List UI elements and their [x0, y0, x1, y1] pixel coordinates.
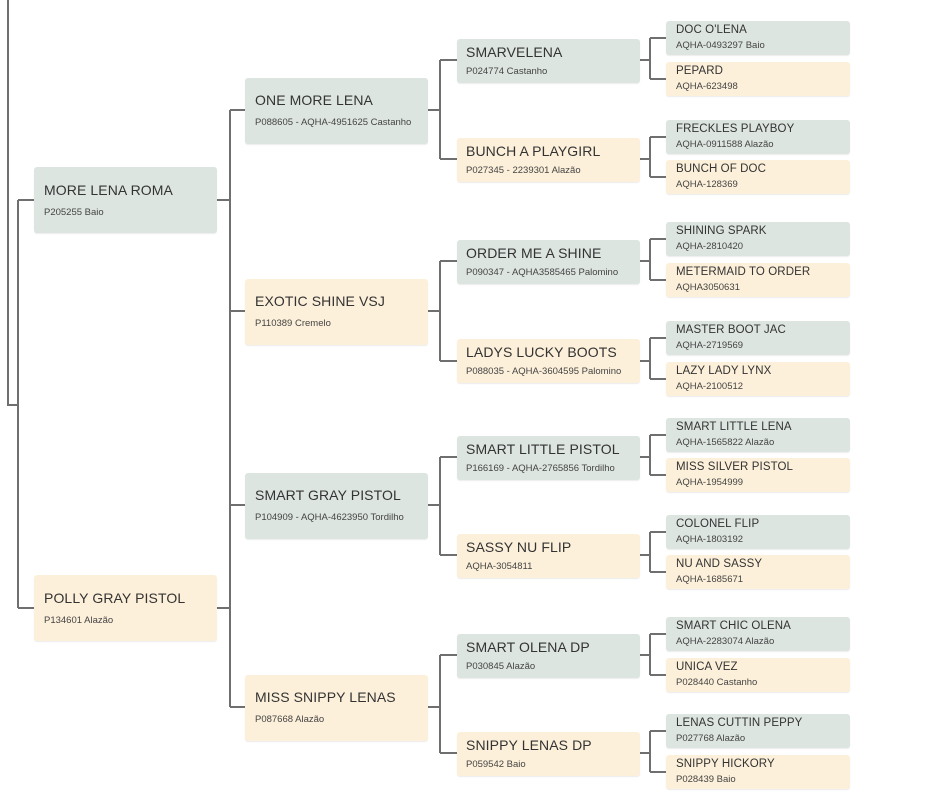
horse-registration: AQHA-0911588 Alazão: [676, 139, 774, 150]
horse-registration: AQHA-2283074 Alazão: [676, 636, 775, 647]
horse-name: SMART LITTLE PISTOL: [466, 441, 620, 457]
gen3-card-5[interactable]: SMART LITTLE PISTOL P166169 - AQHA-27658…: [457, 436, 640, 480]
gen4-card-7[interactable]: MASTER BOOT JAC AQHA-2719569: [666, 321, 850, 355]
horse-name: UNICA VEZ: [676, 661, 738, 673]
horse-registration: AQHA-1685671: [676, 574, 744, 585]
horse-name: SNIPPY HICKORY: [676, 758, 775, 770]
horse-name: ONE MORE LENA: [255, 92, 373, 108]
gen4-card-2[interactable]: PEPARD AQHA-623498: [666, 62, 850, 96]
horse-registration: AQHA-1954999: [676, 477, 744, 488]
gen3-card-8[interactable]: SNIPPY LENAS DP P059542 Baio: [457, 732, 640, 776]
horse-registration: P059542 Baio: [466, 759, 526, 770]
horse-registration: P134601 Alazão: [44, 615, 114, 626]
horse-registration: P166169 - AQHA-2765856 Tordilho: [466, 463, 615, 474]
gen4-card-15[interactable]: LENAS CUTTIN PEPPY P027768 Alazão: [666, 714, 850, 748]
gen4-card-13[interactable]: SMART CHIC OLENA AQHA-2283074 Alazão: [666, 617, 850, 651]
horse-registration: P110389 Cremelo: [255, 318, 331, 329]
gen4-card-11[interactable]: COLONEL FLIP AQHA-1803192: [666, 515, 850, 549]
horse-name: COLONEL FLIP: [676, 518, 760, 530]
horse-name: SMART LITTLE LENA: [676, 421, 792, 433]
horse-name: LADYS LUCKY BOOTS: [466, 344, 617, 360]
dam-card[interactable]: POLLY GRAY PISTOL P134601 Alazão: [34, 575, 217, 641]
gen4-card-16[interactable]: SNIPPY HICKORY P028439 Baio: [666, 755, 850, 789]
horse-name: BUNCH A PLAYGIRL: [466, 143, 601, 159]
maternal-grandsire-card[interactable]: SMART GRAY PISTOL P104909 - AQHA-4623950…: [245, 473, 428, 539]
horse-name: SMART OLENA DP: [466, 639, 590, 655]
horse-registration: AQHA-1565822 Alazão: [676, 437, 775, 448]
sire-card[interactable]: MORE LENA ROMA P205255 Baio: [34, 167, 217, 233]
horse-registration: AQHA3050631: [676, 282, 740, 293]
horse-registration: P087668 Alazão: [255, 714, 325, 725]
horse-registration: P088605 - AQHA-4951625 Castanho: [255, 117, 412, 128]
paternal-grandsire-card[interactable]: ONE MORE LENA P088605 - AQHA-4951625 Cas…: [245, 78, 428, 144]
horse-name: LAZY LADY LYNX: [676, 365, 772, 377]
gen4-card-14[interactable]: UNICA VEZ P028440 Castanho: [666, 658, 850, 692]
maternal-granddam-card[interactable]: MISS SNIPPY LENAS P087668 Alazão: [245, 675, 428, 741]
horse-name: DOC O'LENA: [676, 24, 747, 36]
horse-name: SMART CHIC OLENA: [676, 620, 791, 632]
horse-name: SHINING SPARK: [676, 225, 767, 237]
gen4-card-8[interactable]: LAZY LADY LYNX AQHA-2100512: [666, 362, 850, 396]
gen3-card-4[interactable]: LADYS LUCKY BOOTS P088035 - AQHA-3604595…: [457, 339, 640, 383]
gen4-card-5[interactable]: SHINING SPARK AQHA-2810420: [666, 222, 850, 256]
horse-name: SNIPPY LENAS DP: [466, 737, 592, 753]
horse-registration: P205255 Baio: [44, 207, 104, 218]
horse-registration: AQHA-2100512: [676, 381, 744, 392]
horse-registration: AQHA-3054811: [466, 561, 533, 572]
horse-registration: AQHA-128369: [676, 179, 738, 190]
horse-registration: P027768 Alazão: [676, 733, 746, 744]
gen3-card-7[interactable]: SMART OLENA DP P030845 Alazão: [457, 634, 640, 678]
gen4-card-4[interactable]: BUNCH OF DOC AQHA-128369: [666, 160, 850, 194]
gen4-card-1[interactable]: DOC O'LENA AQHA-0493297 Baio: [666, 21, 850, 55]
gen4-card-6[interactable]: METERMAID TO ORDER AQHA3050631: [666, 263, 850, 297]
horse-registration: P104909 - AQHA-4623950 Tordilho: [255, 512, 404, 523]
horse-name: NU AND SASSY: [676, 558, 763, 570]
horse-name: MISS SNIPPY LENAS: [255, 689, 396, 705]
horse-registration: P088035 - AQHA-3604595 Palomino: [466, 366, 622, 377]
horse-name: PEPARD: [676, 65, 724, 77]
horse-name: METERMAID TO ORDER: [676, 266, 811, 278]
horse-name: SASSY NU FLIP: [466, 539, 572, 555]
gen4-card-9[interactable]: SMART LITTLE LENA AQHA-1565822 Alazão: [666, 418, 850, 452]
horse-registration: P024774 Castanho: [466, 66, 548, 77]
horse-name: FRECKLES PLAYBOY: [676, 123, 795, 135]
horse-name: MORE LENA ROMA: [44, 182, 173, 198]
gen3-card-1[interactable]: SMARVELENA P024774 Castanho: [457, 39, 640, 83]
horse-registration: AQHA-0493297 Baio: [676, 40, 765, 51]
horse-name: SMARVELENA: [466, 44, 563, 60]
horse-name: MASTER BOOT JAC: [676, 324, 786, 336]
gen4-card-10[interactable]: MISS SILVER PISTOL AQHA-1954999: [666, 458, 850, 492]
gen3-card-3[interactable]: ORDER ME A SHINE P090347 - AQHA3585465 P…: [457, 240, 640, 284]
horse-name: MISS SILVER PISTOL: [676, 461, 794, 473]
horse-registration: P027345 - 2239301 Alazão: [466, 165, 581, 176]
horse-name: POLLY GRAY PISTOL: [44, 590, 186, 606]
horse-registration: AQHA-2810420: [676, 241, 744, 252]
gen4-card-12[interactable]: NU AND SASSY AQHA-1685671: [666, 555, 850, 589]
paternal-granddam-card[interactable]: EXOTIC SHINE VSJ P110389 Cremelo: [245, 279, 428, 345]
horse-name: SMART GRAY PISTOL: [255, 487, 401, 503]
gen3-card-6[interactable]: SASSY NU FLIP AQHA-3054811: [457, 534, 640, 578]
horse-name: EXOTIC SHINE VSJ: [255, 293, 385, 309]
horse-registration: P030845 Alazão: [466, 661, 536, 672]
horse-registration: P028440 Castanho: [676, 677, 758, 688]
horse-name: LENAS CUTTIN PEPPY: [676, 717, 803, 729]
horse-registration: AQHA-623498: [676, 81, 738, 92]
gen4-card-3[interactable]: FRECKLES PLAYBOY AQHA-0911588 Alazão: [666, 120, 850, 154]
horse-registration: AQHA-1803192: [676, 534, 744, 545]
horse-name: BUNCH OF DOC: [676, 163, 767, 175]
horse-registration: P028439 Baio: [676, 774, 736, 785]
gen3-card-2[interactable]: BUNCH A PLAYGIRL P027345 - 2239301 Alazã…: [457, 138, 640, 182]
horse-registration: P090347 - AQHA3585465 Palomino: [466, 267, 619, 278]
horse-registration: AQHA-2719569: [676, 340, 744, 351]
horse-name: ORDER ME A SHINE: [466, 245, 602, 261]
